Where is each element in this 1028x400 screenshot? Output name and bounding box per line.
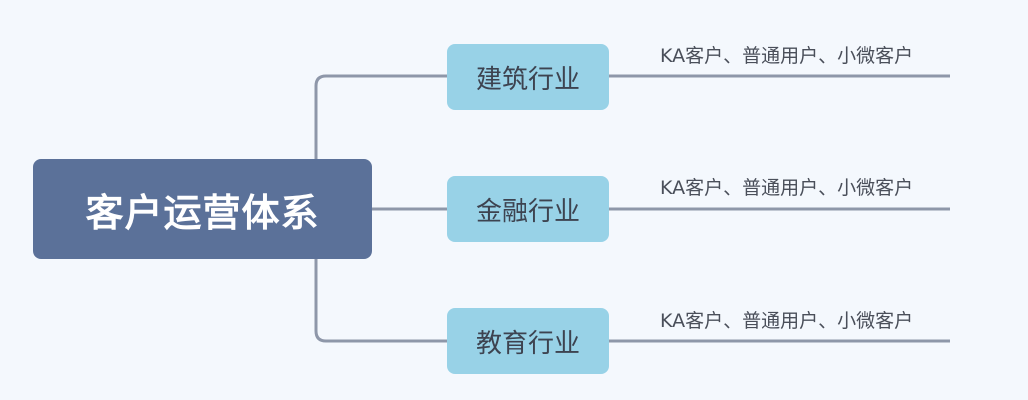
branch-node-education[interactable]: 教育行业	[447, 308, 609, 374]
branch-label: 建筑行业	[475, 64, 580, 95]
root-label: 客户运营体系	[85, 190, 320, 235]
branch-label: 教育行业	[475, 328, 580, 359]
branch-label: 金融行业	[475, 196, 580, 227]
connector-trunk-top	[314, 74, 447, 159]
leaf-label-construction[interactable]: KA客户、普通用户、小微客户	[660, 45, 914, 67]
connector-trunk-bottom	[314, 259, 447, 343]
root-node[interactable]: 客户运营体系	[33, 159, 372, 259]
leaf-label-finance[interactable]: KA客户、普通用户、小微客户	[660, 177, 914, 199]
branch-node-finance[interactable]: 金融行业	[447, 176, 609, 242]
branch-node-construction[interactable]: 建筑行业	[447, 44, 609, 110]
leaf-label-education[interactable]: KA客户、普通用户、小微客户	[660, 310, 914, 332]
